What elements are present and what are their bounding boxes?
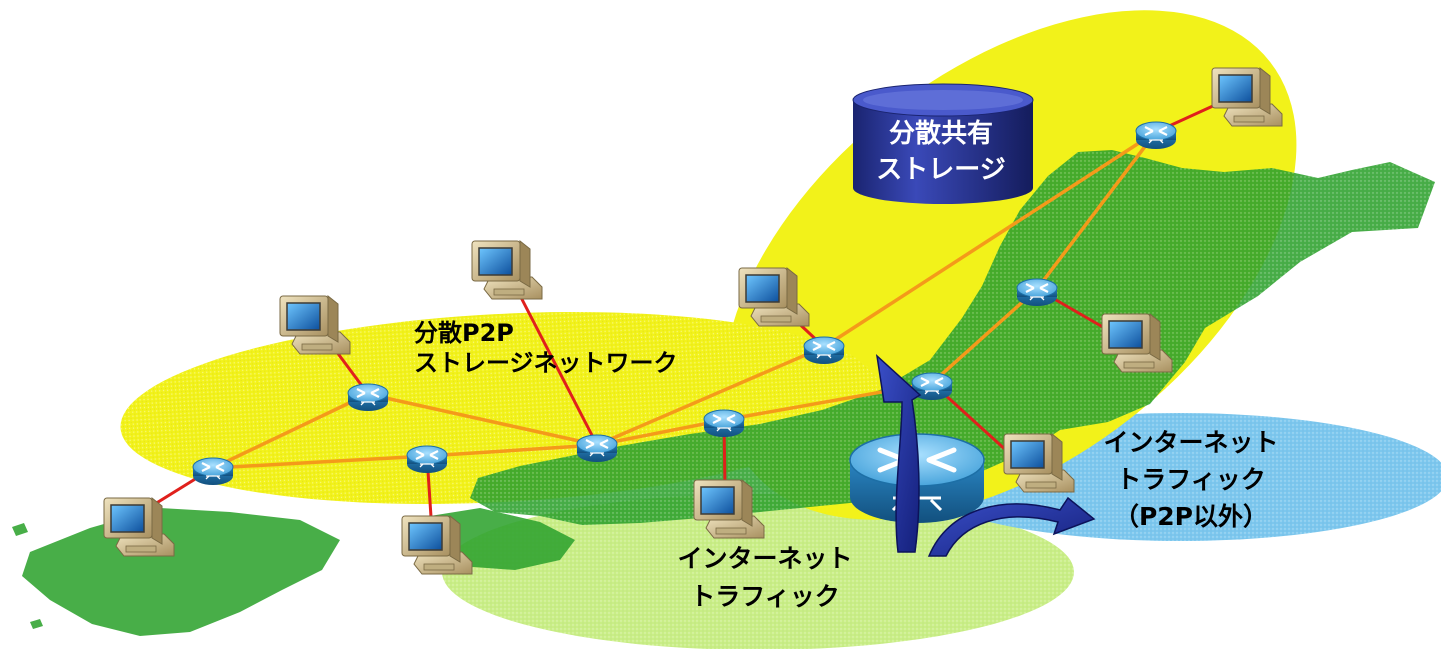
non-p2p-traffic-label-line: トラフィック	[1116, 465, 1266, 494]
non-p2p-traffic-label-line: （P2P以外）	[1113, 502, 1269, 531]
router-icon	[575, 433, 619, 464]
non-p2p-traffic-label-line: インターネット	[1103, 428, 1279, 457]
backbone-link	[367, 392, 598, 447]
desktop-computer-icon	[471, 240, 543, 300]
router-icon	[405, 444, 449, 475]
curved-arrow-icon	[927, 496, 1096, 557]
traffic-arrows	[875, 354, 1096, 557]
curved-arrow-icon	[875, 354, 922, 553]
backbone-link	[212, 454, 428, 470]
shared-storage-label-line: 分散共有	[888, 119, 993, 149]
backbone-link	[930, 287, 1039, 385]
backbone-links	[212, 130, 1158, 470]
access-link	[509, 277, 599, 446]
p2p-network-label: 分散P2P ストレージネットワーク	[414, 318, 678, 378]
internet-traffic-label: インターネット トラフィック	[620, 540, 910, 616]
p2p-network-label-line: ストレージネットワーク	[414, 349, 678, 377]
router-icon	[191, 456, 235, 487]
backbone-link	[1035, 130, 1158, 291]
internet-traffic-label-line: インターネット	[677, 544, 853, 573]
storage-cylinder-icon	[852, 83, 1034, 204]
backbone-link	[426, 443, 598, 458]
p2p-network-label-line: 分散P2P	[414, 319, 514, 347]
backbone-link	[212, 392, 369, 470]
router-icon	[346, 382, 390, 413]
router-icon	[702, 408, 746, 439]
router-icon	[1015, 277, 1059, 308]
backbone-link	[823, 130, 1157, 349]
router-icon	[1134, 120, 1178, 151]
land-kyushu	[22, 508, 340, 636]
router-icon	[802, 335, 846, 366]
land-small-islands	[12, 523, 43, 629]
internet-traffic-label-line: トラフィック	[690, 582, 840, 611]
non-p2p-traffic-label: インターネット トラフィック （P2P以外）	[1066, 424, 1316, 535]
shared-storage-label: 分散共有 ストレージ	[846, 116, 1036, 188]
backbone-link	[596, 345, 825, 447]
backbone-link	[596, 418, 725, 447]
shared-storage-label-line: ストレージ	[876, 155, 1006, 185]
